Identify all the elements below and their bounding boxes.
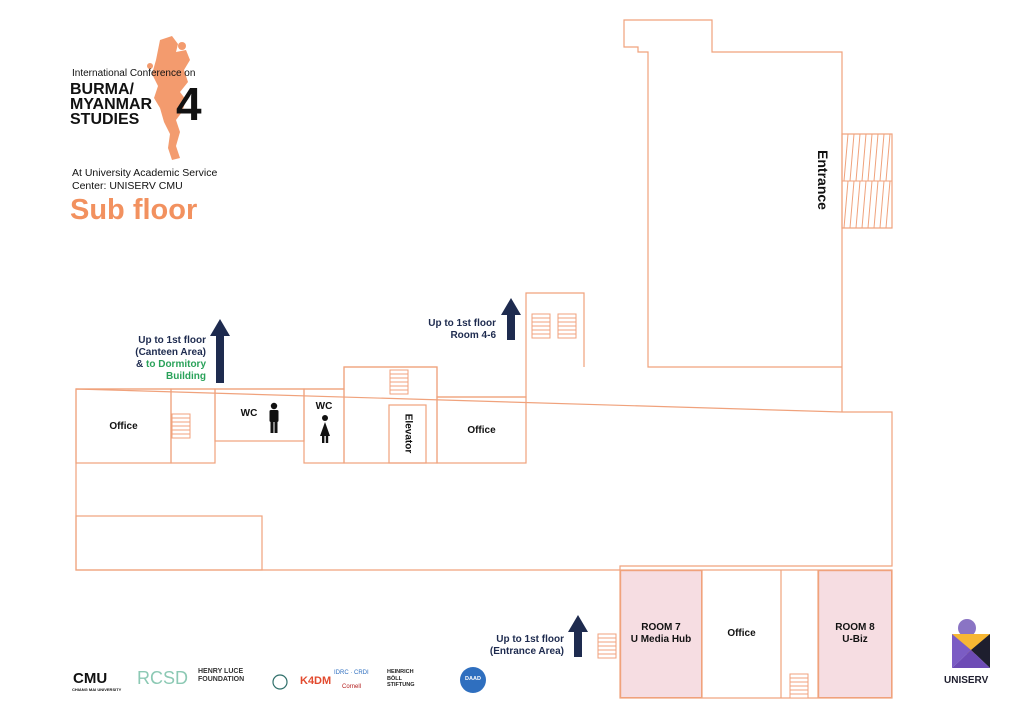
room8-label-line: U-Biz xyxy=(842,634,868,645)
venue-line: Center: UNISERV CMU xyxy=(72,180,183,192)
direction-room46: Up to 1st floor Room 4-6 xyxy=(410,318,496,342)
rcsd-logo: RCSD xyxy=(137,668,189,688)
k4dm-logo: K4DM xyxy=(300,675,332,687)
room8-label-line: ROOM 8 xyxy=(835,622,875,633)
direction-canteen: Up to 1st floor (Canteen Area) & to Dorm… xyxy=(110,335,206,383)
conference-name-line: STUDIES xyxy=(70,111,140,128)
page-title: Sub floor xyxy=(70,194,198,226)
stairs-icon xyxy=(531,313,551,339)
elevator-shaft xyxy=(388,404,427,464)
stairs-icon xyxy=(389,369,409,395)
stairs-icon xyxy=(597,633,617,659)
conference-number: 4 xyxy=(176,78,202,130)
stairs-icon xyxy=(171,413,191,439)
conference-name: BURMA/ MYANMAR STUDIES xyxy=(70,81,153,128)
entrance-label: Entrance xyxy=(815,150,831,210)
office-mid-room xyxy=(436,396,527,464)
venue: At University Academic Service Center: U… xyxy=(72,167,217,193)
direction-line: Up to 1st floor xyxy=(138,335,206,346)
burma-map-silhouette-icon xyxy=(147,36,190,160)
daad-logo-text: DAAD xyxy=(465,676,481,682)
building-outline xyxy=(75,19,893,571)
wc-women-label: WC xyxy=(315,401,333,412)
idrc-logo: IDRC · CRDI xyxy=(334,670,369,676)
up-arrow-icon xyxy=(501,298,521,340)
boell-logo: HEINRICH BÖLL STIFTUNG xyxy=(387,669,415,688)
room7-label-line: U Media Hub xyxy=(630,634,692,645)
direction-dormitory: to Dormitory xyxy=(146,359,206,370)
wc-men-label: WC xyxy=(240,408,258,419)
direction-ampersand: & xyxy=(136,359,146,370)
direction-entrance: Up to 1st floor (Entrance Area) xyxy=(472,634,564,658)
uniserv-logo-text: UNISERV xyxy=(944,675,989,686)
up-arrow-icon xyxy=(568,615,588,657)
stairs-icon xyxy=(789,673,809,699)
direction-line: & to Dormitory xyxy=(110,359,206,371)
direction-line: Room 4-6 xyxy=(450,330,496,341)
room8-label: ROOM 8 U-Biz xyxy=(818,622,892,646)
cmu-logo-sub: CHIANG MAI UNIVERSITY xyxy=(72,687,122,692)
man-icon xyxy=(269,402,279,433)
direction-line: Up to 1st floor xyxy=(428,318,496,329)
direction-line: (Entrance Area) xyxy=(489,646,564,657)
conference-name-line: BURMA/ xyxy=(70,81,134,98)
conference-name-line: MYANMAR xyxy=(70,96,153,113)
seal-logo xyxy=(272,674,288,690)
venue-line: At University Academic Service xyxy=(72,167,218,179)
up-arrow-icon xyxy=(210,319,230,383)
room8-fill xyxy=(817,569,893,699)
direction-line: (Canteen Area) xyxy=(135,347,206,358)
luce-logo: HENRY LUCE FOUNDATION xyxy=(198,668,245,683)
conference-intro: International Conference on xyxy=(72,68,196,79)
stairs-icon xyxy=(557,313,577,339)
office-bottom-label: Office xyxy=(727,628,756,639)
elevator-label: Elevator xyxy=(402,413,414,454)
cornell-logo: Cornell xyxy=(342,684,362,690)
direction-line: Up to 1st floor xyxy=(496,634,564,645)
room7-label-line: ROOM 7 xyxy=(641,622,681,633)
office-mid-label: Office xyxy=(467,425,496,436)
direction-line: Building xyxy=(166,371,206,382)
office-left-label: Office xyxy=(109,421,138,432)
room7-fill xyxy=(619,569,703,699)
room7-label: ROOM 7 U Media Hub xyxy=(620,622,702,646)
cmu-logo: CMU xyxy=(73,670,108,687)
daad-logo xyxy=(460,667,486,693)
woman-icon xyxy=(320,415,330,443)
uniserv-logo-mark xyxy=(952,619,990,668)
